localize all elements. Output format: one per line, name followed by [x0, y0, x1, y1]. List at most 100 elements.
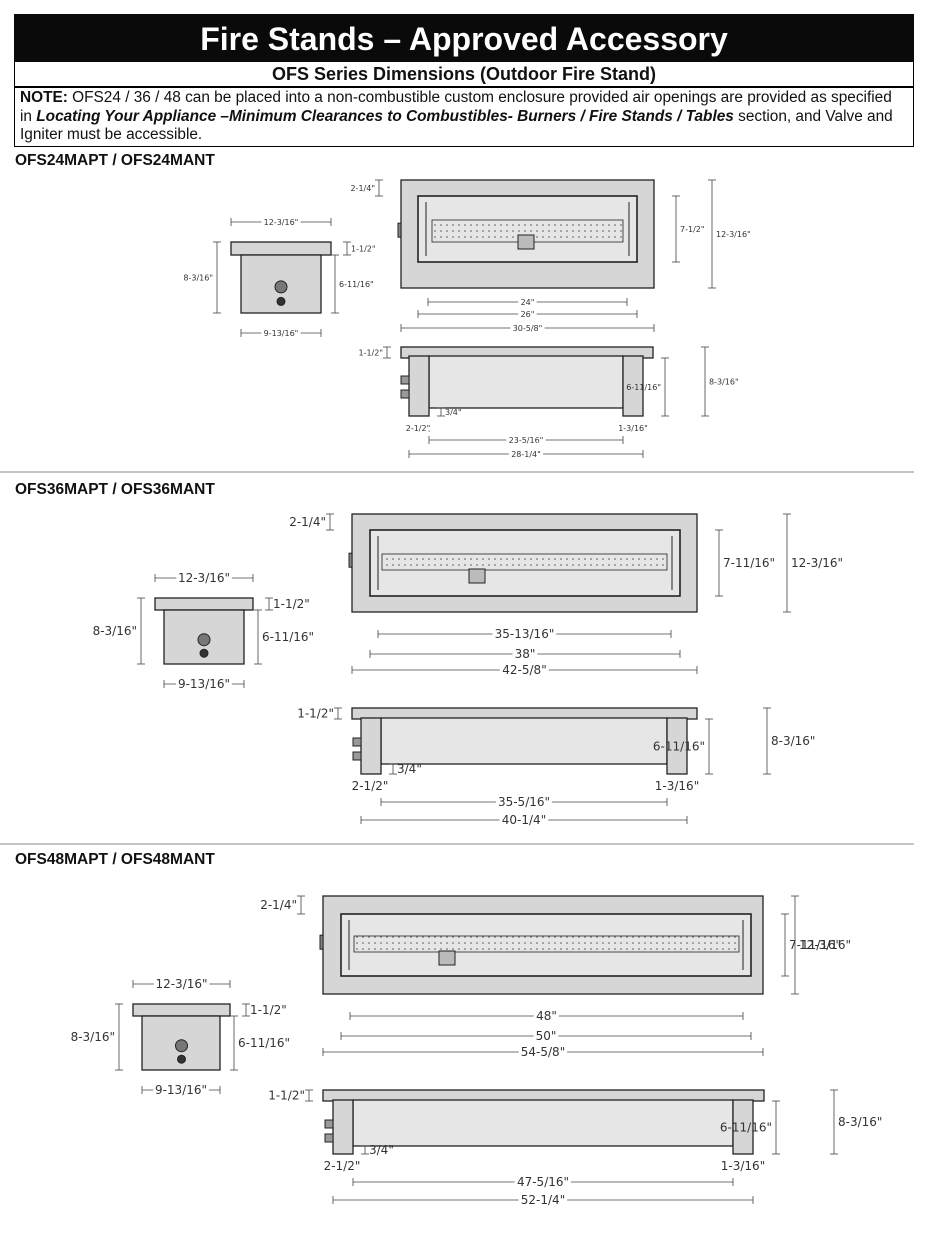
- dimension-label: 2-1/4": [289, 515, 326, 529]
- igniter-button-icon: [276, 296, 286, 306]
- dimension-label: 50": [536, 1029, 557, 1043]
- side-view-top: [132, 1003, 231, 1017]
- dimension-label: 12-3/16": [716, 230, 751, 239]
- front-view-leg-left: [408, 355, 430, 417]
- dimension-label: 40-1/4": [502, 813, 546, 827]
- dimension-label: 1-1/2": [250, 1003, 287, 1017]
- control-knob-icon: [175, 1039, 188, 1053]
- front-view-leg-left: [360, 717, 382, 775]
- dimension-label: 8-3/16": [93, 624, 137, 638]
- igniter-fitting-icon: [400, 389, 410, 399]
- dimension-label: 6-11/16": [720, 1121, 772, 1135]
- dimension-label: 2-1/2": [352, 779, 389, 793]
- dimension-label: 12-3/16": [799, 938, 851, 952]
- dimension-label: 42-5/8": [502, 663, 546, 677]
- dimension-label: 6-11/16": [653, 740, 705, 754]
- ofs36-dimension-drawing: 12-3/16" 1-1/2" 8-3/16" 6-11/16" 9-13/16" 2-1…: [93, 513, 843, 830]
- dimension-label: 1-1/2": [273, 597, 310, 611]
- dimension-label: 8-3/16": [771, 734, 815, 748]
- front-view-top: [322, 1089, 765, 1102]
- front-view-leg-right: [732, 1099, 754, 1155]
- dimension-label: 12-3/16": [264, 218, 299, 227]
- dimension-label: 2-1/4": [350, 184, 375, 193]
- section-divider: [0, 471, 914, 473]
- dimension-label: 38": [515, 647, 536, 661]
- dimension-label: 8-3/16": [709, 377, 739, 386]
- front-view-body: [380, 717, 668, 765]
- dimension-label: 6-11/16": [262, 630, 314, 644]
- front-view-body: [428, 355, 624, 409]
- dimension-label: 1-3/16": [721, 1159, 765, 1173]
- dimension-label: 26": [521, 310, 535, 319]
- model-title-ofs48: OFS48MAPT / OFS48MANT: [15, 851, 215, 868]
- dimension-label: 12-3/16": [178, 571, 230, 585]
- valve-icon: [438, 950, 456, 966]
- dimension-label: 12-3/16": [155, 977, 207, 991]
- dimension-label: 6-11/16": [238, 1036, 290, 1050]
- dimension-label: 12-3/16": [791, 556, 843, 570]
- ofs48-dimension-drawing: 12-3/16" 1-1/2" 8-3/16" 6-11/16" 9-13/16" 2-1…: [71, 895, 882, 1210]
- dimension-label: 7-11/16": [789, 938, 841, 952]
- dimension-label: 8-3/16": [838, 1115, 882, 1129]
- dimension-label: 2-1/2": [324, 1159, 361, 1173]
- igniter-fitting-icon: [352, 751, 362, 761]
- dimension-label: 23-5/16": [509, 436, 544, 445]
- dimension-label: 1-1/2": [297, 707, 334, 721]
- igniter-button-icon: [177, 1054, 186, 1064]
- burner-perforations: [381, 553, 668, 571]
- ofs24-dimension-drawing: 12-3/16"1-1/2"8-3/16"6-11/16"9-13/16"2-1…: [183, 179, 751, 462]
- valve-fitting-icon: [324, 1119, 334, 1129]
- section-subtitle: OFS Series Dimensions (Outdoor Fire Stan…: [14, 62, 914, 87]
- dimension-label: 1-3/16": [618, 424, 648, 433]
- dimension-label: 35-13/16": [495, 627, 555, 641]
- side-view-top: [230, 241, 332, 256]
- control-stub: [348, 552, 353, 568]
- dimension-label: 2-1/2": [406, 424, 431, 433]
- igniter-button-icon: [199, 648, 209, 658]
- dimension-label: 3/4": [445, 408, 462, 417]
- valve-fitting-icon: [352, 737, 362, 747]
- dimension-label: 7-1/2": [680, 225, 705, 234]
- dimension-label: 8-3/16": [183, 273, 213, 282]
- igniter-fitting-icon: [324, 1133, 334, 1143]
- dimension-label: 35-5/16": [498, 795, 550, 809]
- side-view-top: [154, 597, 254, 611]
- front-view-leg-left: [332, 1099, 354, 1155]
- note-box: NOTE: OFS24 / 36 / 48 can be placed into…: [14, 87, 914, 147]
- model-title-ofs24: OFS24MAPT / OFS24MANT: [15, 152, 215, 169]
- dimension-label: 28-1/4": [511, 450, 541, 459]
- note-text-end: section, and Valve and Igniter must be a…: [20, 107, 893, 144]
- valve-icon: [468, 568, 486, 584]
- control-knob-icon: [197, 633, 211, 647]
- dimension-label: 9-13/16": [155, 1083, 207, 1097]
- dimension-label: 52-1/4": [521, 1193, 565, 1207]
- dimension-label: 24": [521, 298, 535, 307]
- model-title-ofs36: OFS36MAPT / OFS36MANT: [15, 481, 215, 498]
- dimension-label: 47-5/16": [517, 1175, 569, 1189]
- control-stub: [397, 222, 402, 238]
- dimension-label: 3/4": [397, 762, 422, 776]
- front-view-body: [352, 1099, 734, 1147]
- dimension-label: 48": [536, 1009, 557, 1023]
- control-stub: [319, 934, 324, 950]
- dimension-label: 1-1/2": [268, 1089, 305, 1103]
- section-divider: [0, 843, 914, 845]
- front-view-leg-right: [622, 355, 644, 417]
- valve-fitting-icon: [400, 375, 410, 385]
- note-text: OFS24 / 36 / 48 can be placed into a non…: [20, 89, 892, 125]
- dimension-label: 9-13/16": [178, 677, 230, 691]
- dimension-label: 6-11/16": [626, 383, 661, 392]
- dimension-label: 9-13/16": [264, 329, 299, 338]
- dimension-label: 6-11/16": [339, 280, 374, 289]
- burner-perforations: [353, 935, 740, 953]
- valve-icon: [517, 234, 535, 250]
- front-view-leg-right: [666, 717, 688, 775]
- dimension-label: 3/4": [369, 1143, 394, 1157]
- dimension-label: 8-3/16": [71, 1030, 115, 1044]
- dimension-label: 2-1/4": [260, 898, 297, 912]
- note-emphasis: Locating Your Appliance –Minimum Clearan…: [36, 107, 734, 125]
- dimension-label: 30-5/8": [513, 324, 543, 333]
- dimension-label: 1-3/16": [655, 779, 699, 793]
- page-title: Fire Stands – Approved Accessory: [14, 14, 914, 62]
- dimension-label: 7-11/16": [723, 556, 775, 570]
